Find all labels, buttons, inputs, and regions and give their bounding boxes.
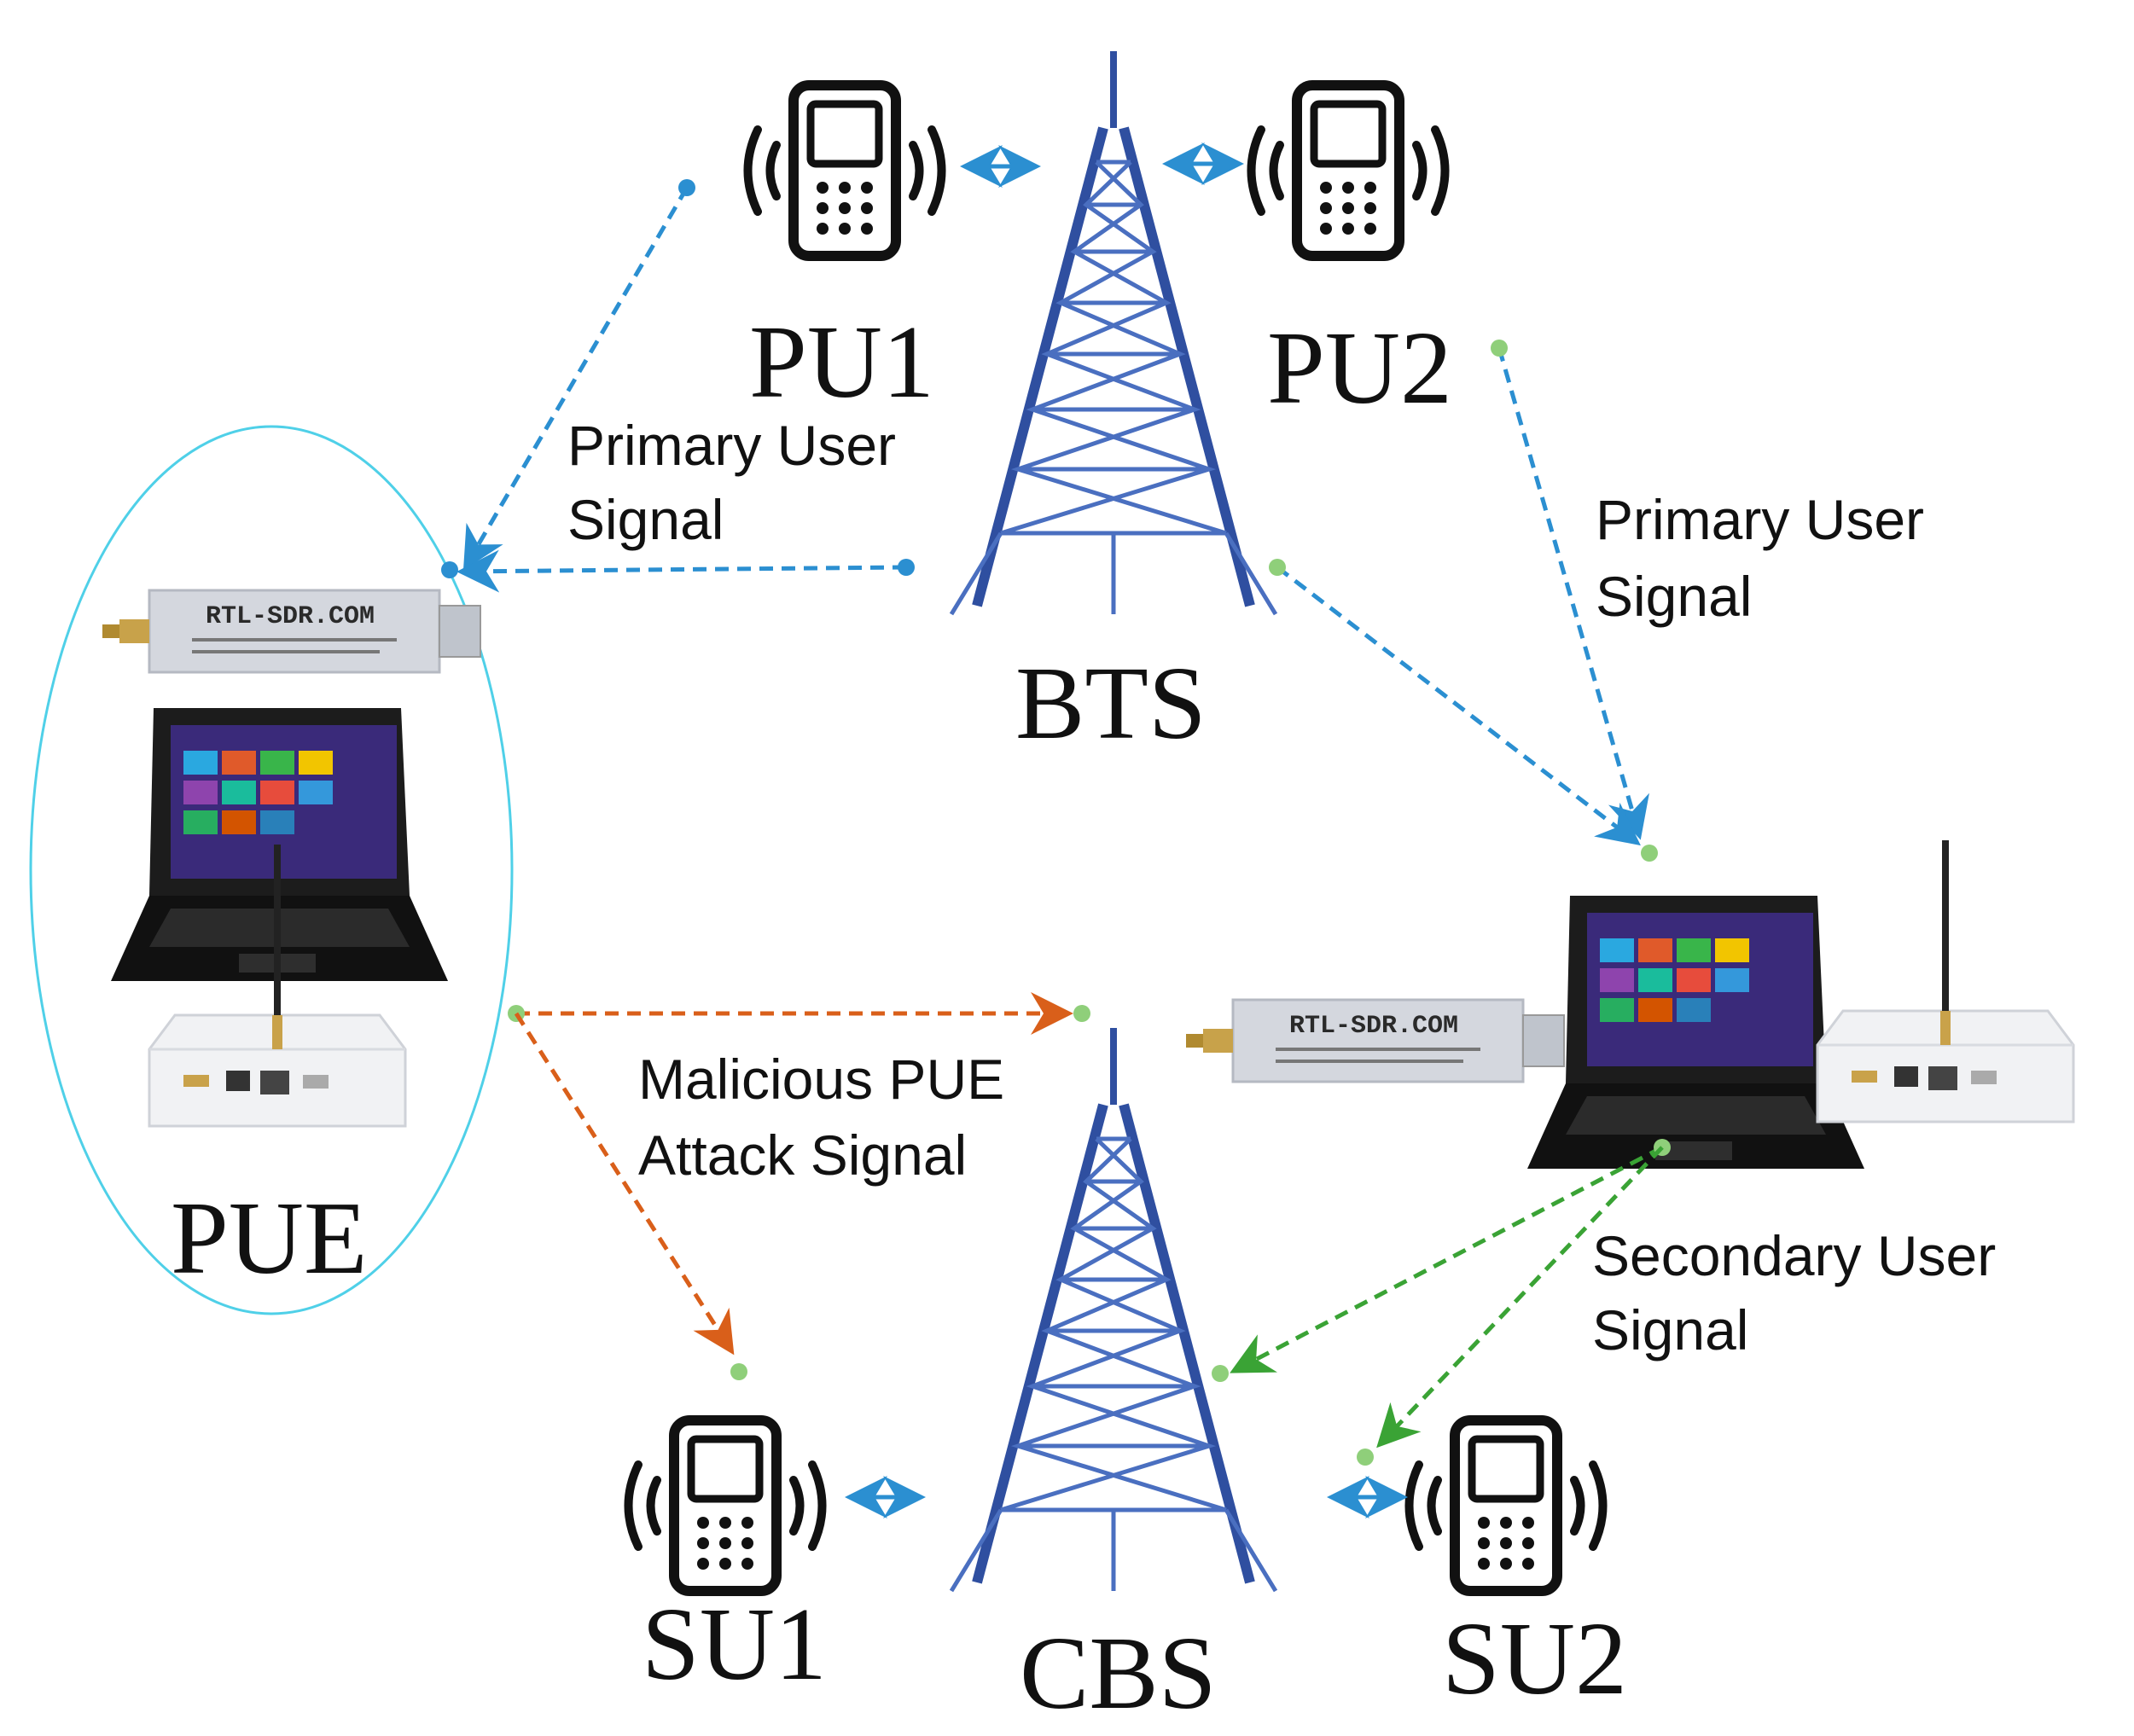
pu2-label: PU2 — [1267, 311, 1452, 426]
pue-label: PUE — [171, 1181, 367, 1296]
primary-signal-bts-to-pue-arrow — [441, 549, 915, 593]
pue-group-ellipse — [29, 425, 514, 1315]
pue-dongle-label: RTL-SDR.COM — [206, 602, 375, 631]
secondary-signal-label-line1: Secondary User — [1592, 1224, 1996, 1287]
pue-sdr-dongle-icon: RTL-SDR.COM — [101, 589, 482, 674]
malicious-signal-label-line1: Malicious PUE — [638, 1048, 1004, 1111]
su2-phone-icon — [1410, 1420, 1603, 1591]
primary-signal-pu1-to-pue-arrow — [462, 179, 695, 571]
malicious-signal-pue-to-cbs-arrow — [508, 992, 1090, 1035]
primary-signal-bts-to-su-arrow — [1269, 559, 1658, 862]
bts-label: BTS — [1015, 646, 1207, 761]
secondary-signal-su-to-su2-arrow — [1357, 1146, 1664, 1466]
pu1-phone-icon — [748, 85, 942, 256]
pu1-label: PU1 — [749, 305, 934, 420]
secondary-signal-label-line2: Signal — [1592, 1298, 1748, 1362]
primary-signal-left-label-line1: Primary User — [567, 414, 896, 477]
su-dongle-label: RTL-SDR.COM — [1289, 1012, 1458, 1041]
malicious-signal-label-line2: Attack Signal — [638, 1123, 967, 1187]
primary-signal-right-label-line2: Signal — [1596, 565, 1752, 628]
su1-phone-icon — [629, 1420, 823, 1591]
su2-label: SU2 — [1442, 1601, 1627, 1716]
cbs-label: CBS — [1020, 1616, 1217, 1731]
malicious-signal-pue-to-su1-arrow — [514, 1012, 747, 1380]
primary-signal-left-label-line2: Signal — [567, 488, 724, 551]
su-sdr-dongle-icon: RTL-SDR.COM — [1184, 998, 1566, 1083]
pu2-phone-icon — [1252, 85, 1445, 256]
primary-signal-right-label-line1: Primary User — [1596, 488, 1924, 551]
su-sdr-receiver-box-icon — [1817, 840, 2073, 1122]
su-laptop-icon — [1527, 896, 1864, 1169]
primary-signal-pu2-to-su-arrow — [1491, 340, 1649, 840]
cbs-tower-icon — [951, 1028, 1276, 1591]
bts-tower-icon — [951, 51, 1276, 614]
su1-label: SU1 — [642, 1587, 827, 1702]
